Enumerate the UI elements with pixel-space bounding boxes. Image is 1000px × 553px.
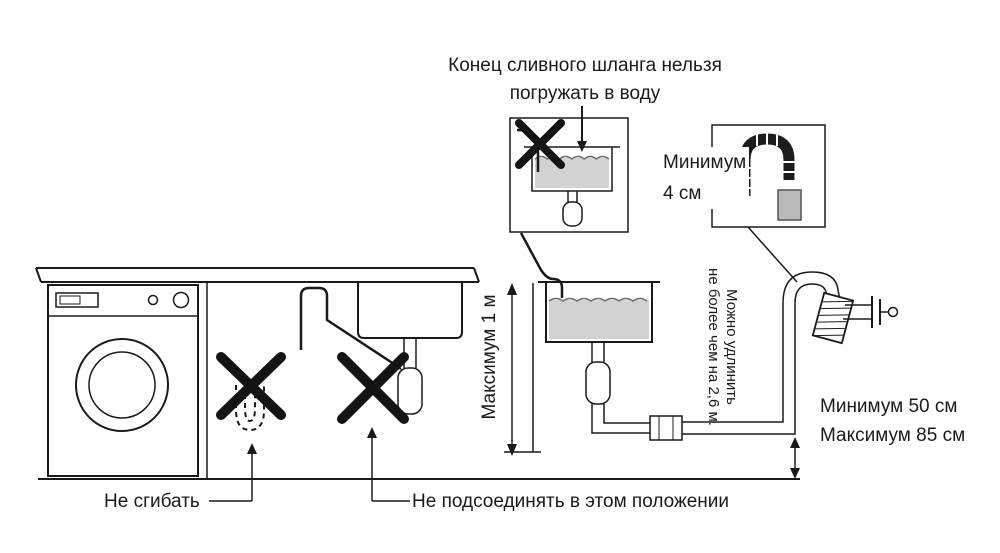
knob: [172, 291, 190, 309]
prohibition-x-icon: [515, 119, 565, 169]
inset-submerged-hose: [509, 117, 629, 233]
arrow-down-icon: [577, 106, 587, 152]
utility-sink: [538, 281, 660, 343]
extension-label: Можно удлинить не более чем на 2,6 м.: [704, 262, 740, 432]
top-note-line2: погружать в воду: [509, 83, 661, 104]
sink-drain-trap: [585, 342, 650, 434]
min-gap-line2: 4 см: [663, 183, 702, 204]
standpipe: [811, 291, 855, 345]
detergent-drawer: [55, 292, 99, 308]
drain-trap: [397, 367, 423, 415]
extension-connector: [649, 415, 683, 441]
standpipe-max: Максимум 85 см: [820, 425, 966, 446]
extended-drain-hose: [682, 271, 841, 435]
leader-line: [747, 226, 798, 283]
extension-line2: не более чем на 2,6 м.: [705, 268, 722, 426]
min-gap-line1: Минимум: [663, 152, 747, 173]
no-bend-label: Не сгибать: [104, 491, 200, 512]
leader-arrow-no-bend: [209, 443, 257, 502]
no-connect-label: Не подсоединять в этом положении: [412, 491, 730, 512]
extension-line1: Можно удлинить: [723, 289, 740, 405]
dashed-bent-hose: [235, 385, 265, 432]
water: [535, 158, 609, 188]
prohibition-x-icon: [216, 352, 286, 420]
drain-trap: [562, 201, 583, 227]
wall-pipe-bracket: [843, 296, 899, 328]
dimension-line-standpipe-height: [790, 437, 800, 479]
leader-arrow-no-connect: [367, 427, 410, 502]
top-note: Конец сливного шланга нельзя погружать в…: [410, 52, 760, 108]
standpipe-stub: [777, 189, 802, 221]
standpipe-range-label: Минимум 50 см Максимум 85 см: [820, 392, 965, 450]
dimension-line-max-1m: [504, 283, 541, 456]
washing-machine: [47, 284, 199, 477]
water: [549, 300, 649, 339]
max-height-label: Максимум 1 м: [479, 294, 500, 420]
standpipe-min: Минимум 50 см: [820, 396, 958, 417]
door: [75, 338, 169, 432]
countertop: [35, 267, 480, 283]
drain-hose-wrong-route: [299, 286, 402, 370]
drain-hose-correct: [519, 232, 564, 298]
prohibition-x-icon: [337, 352, 409, 424]
knob: [147, 294, 159, 306]
top-note-line1: Конец сливного шланга нельзя: [448, 55, 722, 76]
min-gap-label: Минимум 4 см: [660, 147, 750, 209]
